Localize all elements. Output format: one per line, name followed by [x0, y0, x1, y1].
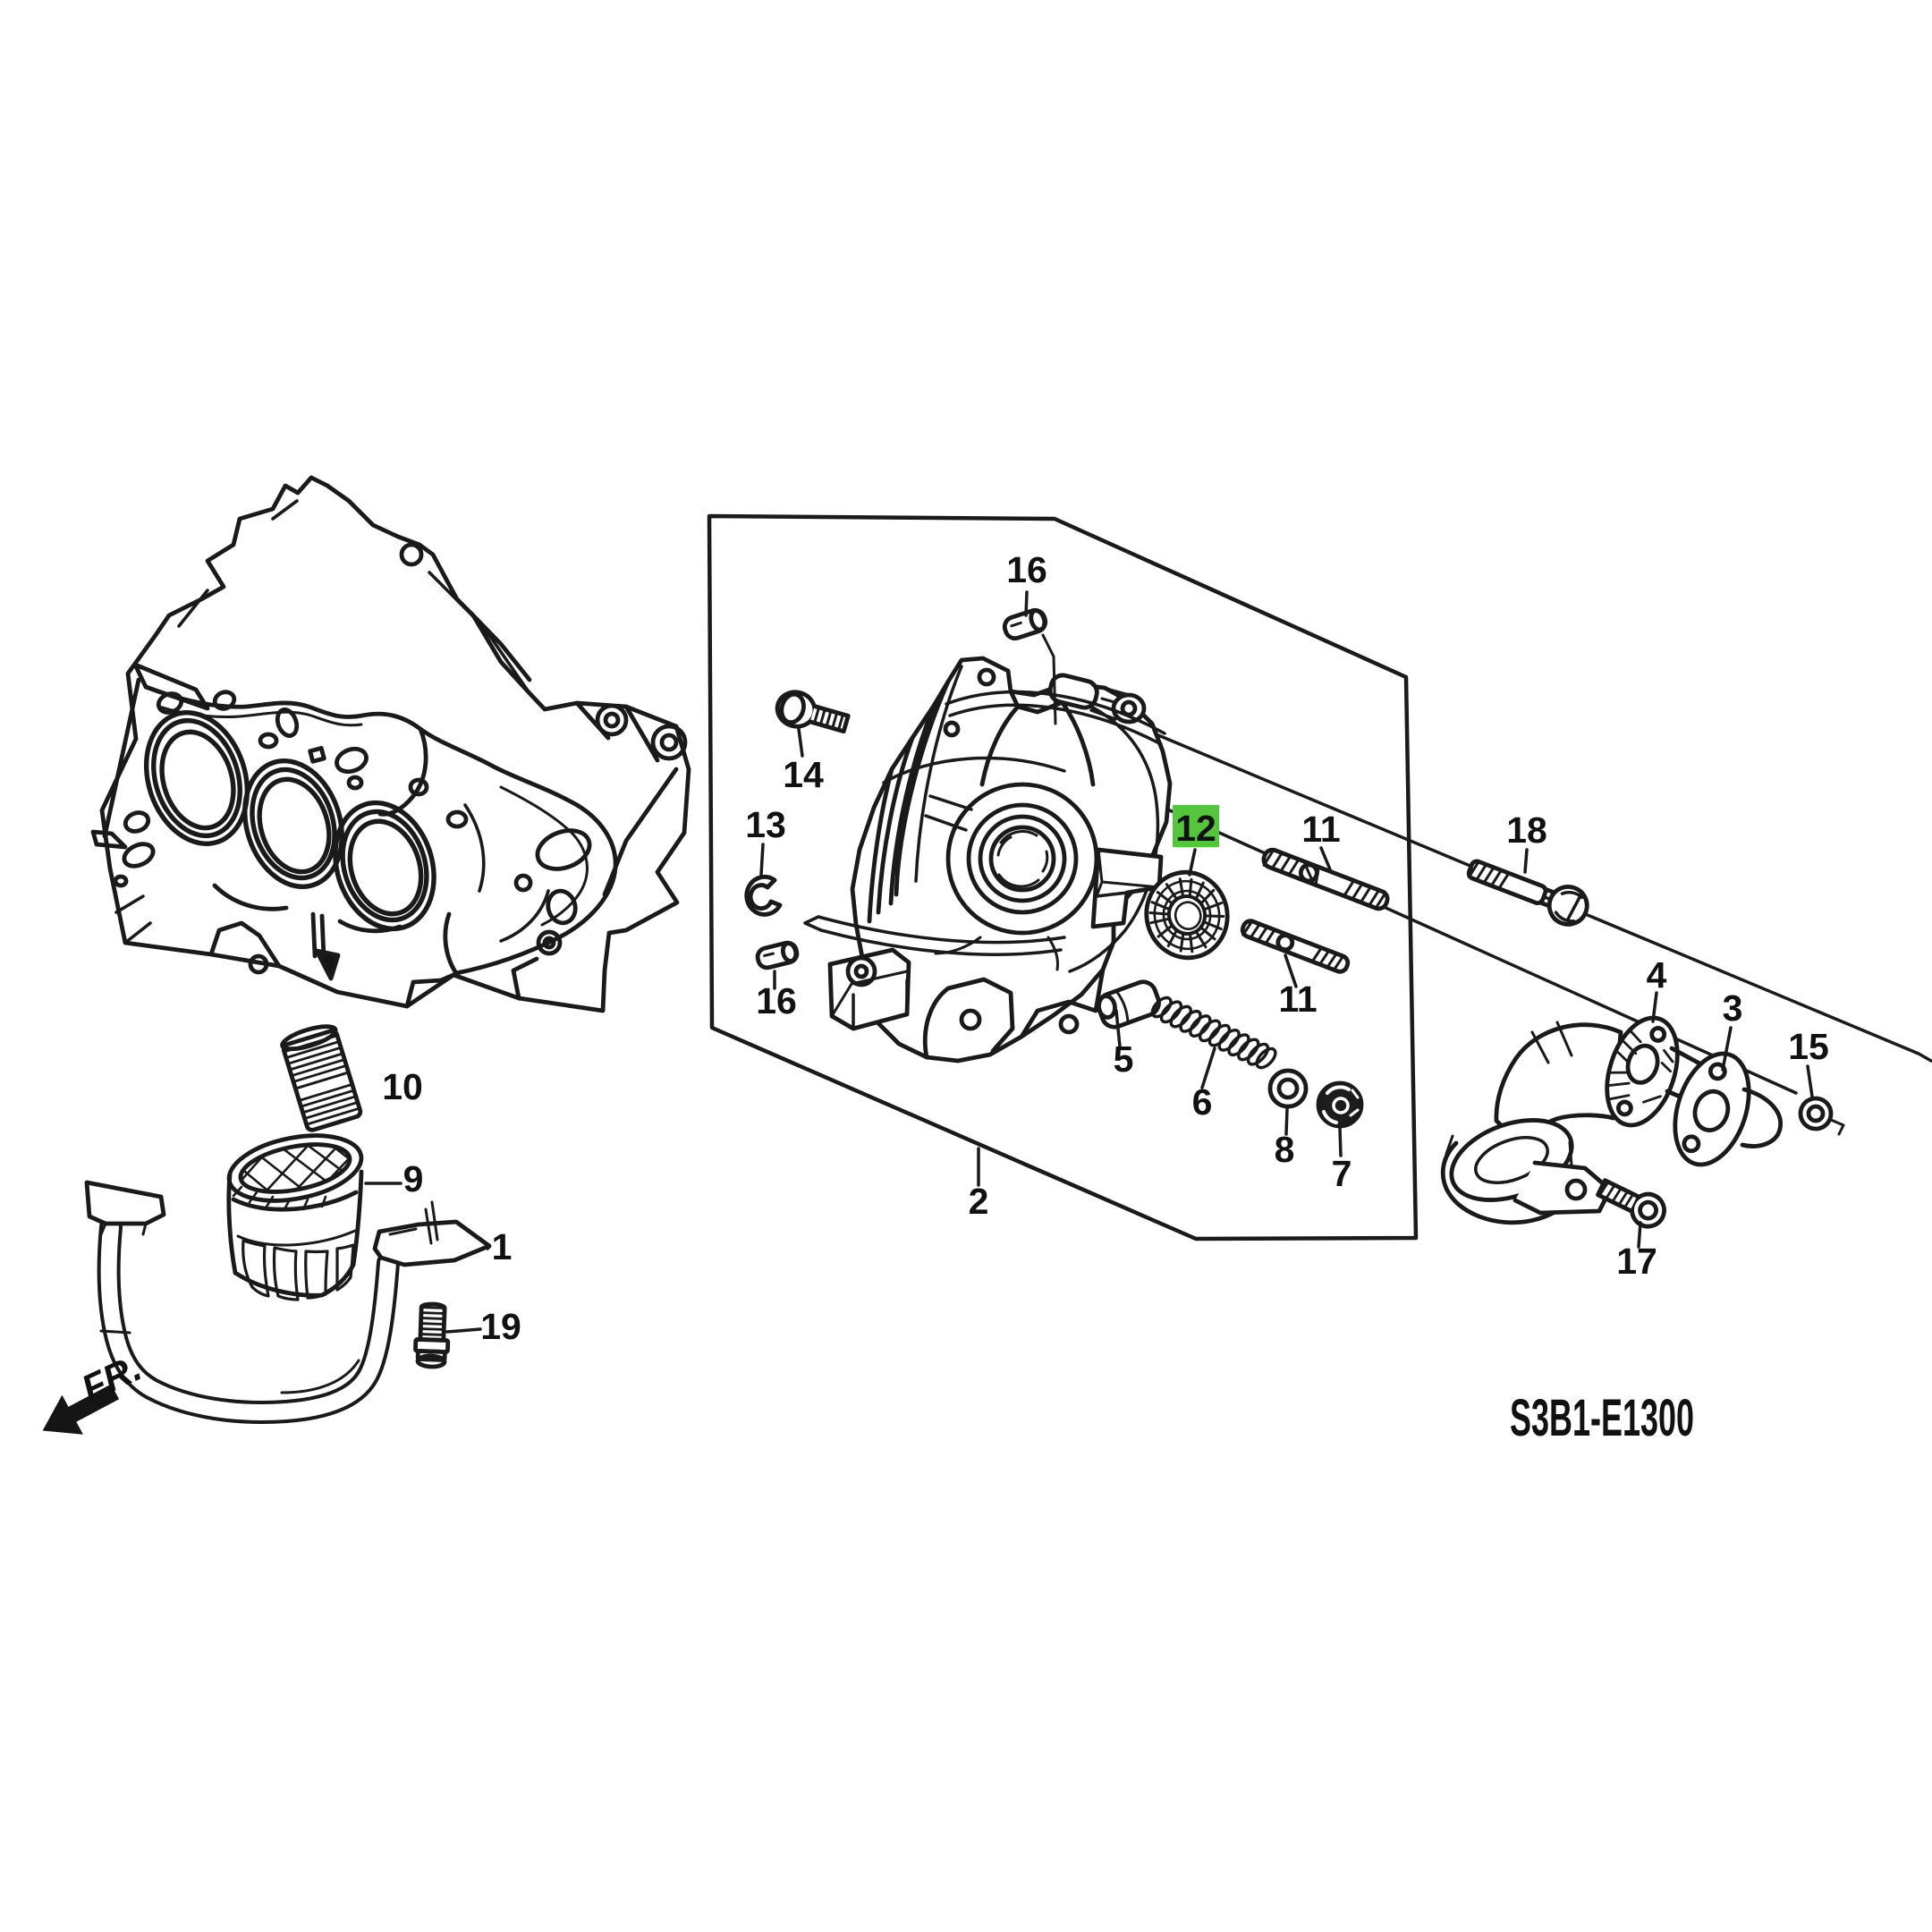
svg-text:18: 18 — [1506, 809, 1547, 851]
svg-text:8: 8 — [1275, 1129, 1295, 1170]
svg-text:12: 12 — [1175, 808, 1216, 849]
svg-text:3: 3 — [1723, 987, 1743, 1029]
svg-text:19: 19 — [480, 1306, 521, 1347]
svg-text:13: 13 — [745, 804, 786, 845]
svg-text:11: 11 — [1301, 809, 1340, 850]
svg-text:5: 5 — [1114, 1038, 1134, 1080]
svg-text:9: 9 — [403, 1158, 424, 1199]
svg-text:1: 1 — [492, 1226, 513, 1267]
svg-text:2: 2 — [969, 1181, 989, 1222]
svg-text:16: 16 — [756, 980, 797, 1021]
svg-text:14: 14 — [783, 754, 824, 795]
svg-text:7: 7 — [1332, 1153, 1352, 1194]
svg-text:4: 4 — [1647, 954, 1667, 996]
svg-text:6: 6 — [1192, 1081, 1213, 1123]
svg-text:17: 17 — [1616, 1241, 1657, 1282]
svg-text:S3B1-E1300: S3B1-E1300 — [1510, 1389, 1694, 1447]
svg-text:16: 16 — [1006, 549, 1047, 590]
svg-text:11: 11 — [1278, 979, 1317, 1020]
svg-text:15: 15 — [1788, 1026, 1829, 1067]
svg-text:10: 10 — [382, 1066, 423, 1107]
